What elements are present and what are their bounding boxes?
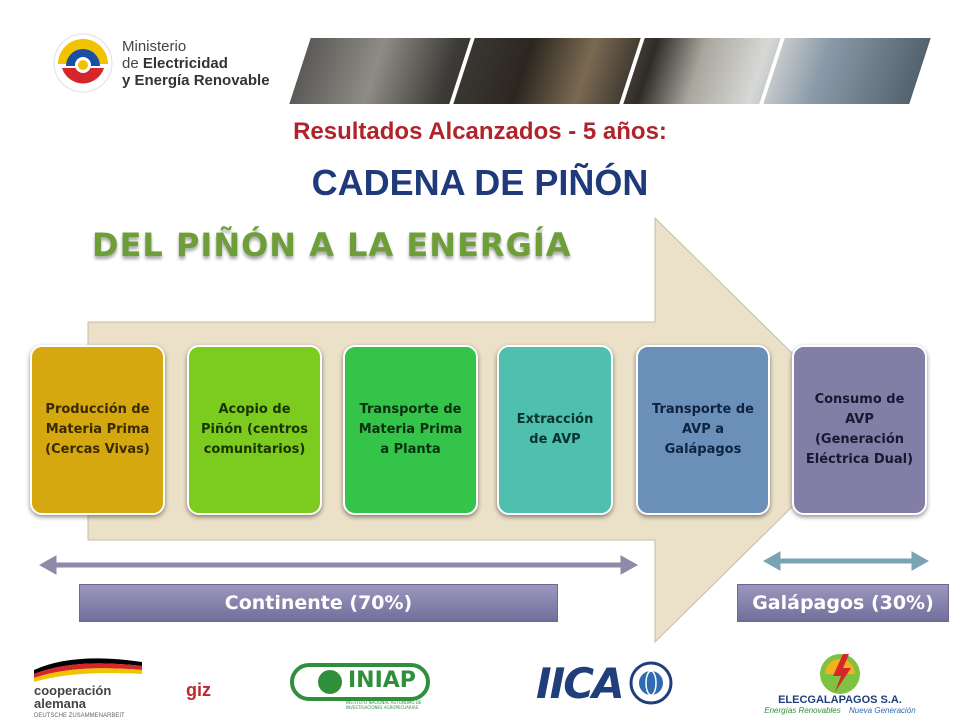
- ministry-line1: Ministerio: [122, 37, 187, 55]
- lightning-sun-icon: [820, 654, 860, 694]
- iniap-logo: INIAP INSTITUTO NACIONAL AUTÓNOMO DE INV…: [290, 650, 430, 716]
- results-title: Resultados Alcanzados - 5 años:: [293, 118, 667, 145]
- coop-line3: DEUTSCHE ZUSAMMENARBEIT: [34, 713, 125, 719]
- elecgalapagos-wordmark: ELECGALAPAGOS S.A.: [778, 694, 902, 706]
- ministry-line2: de Electricidad: [122, 54, 228, 72]
- sun-emblem-icon: [52, 32, 114, 94]
- coop-line2: alemana: [34, 696, 87, 711]
- main-title: CADENA DE PIÑÓN: [311, 162, 649, 203]
- iniap-emblem-icon: [290, 663, 430, 701]
- step-transport-galapagos: Transporte de AVP a Galápagos: [636, 345, 770, 515]
- elecgalapagos-logo: ELECGALAPAGOS S.A. Energías Renovables N…: [740, 650, 940, 716]
- iica-logo: IICA: [536, 650, 676, 716]
- step-production: Producción de Materia Prima (Cercas Viva…: [30, 345, 165, 515]
- flag-swoosh-icon: [34, 658, 142, 682]
- cooperacion-alemana-logo: cooperación alemana DEUTSCHE ZUSAMMENARB…: [26, 650, 258, 719]
- ministry-line3: y Energía Renovable: [122, 71, 270, 89]
- iniap-subtitle: INSTITUTO NACIONAL AUTÓNOMO DE INVESTIGA…: [346, 700, 422, 710]
- elec-tagline-2: Nueva Generación: [849, 706, 916, 715]
- step-transport-plant: Transporte de Materia Prima a Planta: [343, 345, 478, 515]
- step-consumption: Consumo de AVP (Generación Eléctrica Dua…: [792, 345, 927, 515]
- continent-region-label: Continente (70%): [79, 584, 558, 622]
- iica-wordmark: IICA: [536, 658, 625, 708]
- ministry-name: Ministerio de Electricidad y Energía Ren…: [122, 38, 270, 89]
- step-extraction: Extracción de AVP: [497, 345, 613, 515]
- giz-logo: giz: [186, 680, 211, 700]
- galapagos-region-label: Galápagos (30%): [737, 584, 949, 622]
- step-collection: Acopio de Piñón (centros comunitarios): [187, 345, 322, 515]
- iniap-wordmark: INIAP: [348, 668, 416, 693]
- subtitle: DEL PIÑÓN A LA ENERGÍA: [92, 226, 572, 264]
- coop-line1: cooperación: [34, 683, 112, 698]
- ministry-logo: Ministerio de Electricidad y Energía Ren…: [52, 28, 292, 98]
- globe-icon: [629, 661, 673, 705]
- elec-tagline-1: Energías Renovables: [764, 706, 841, 715]
